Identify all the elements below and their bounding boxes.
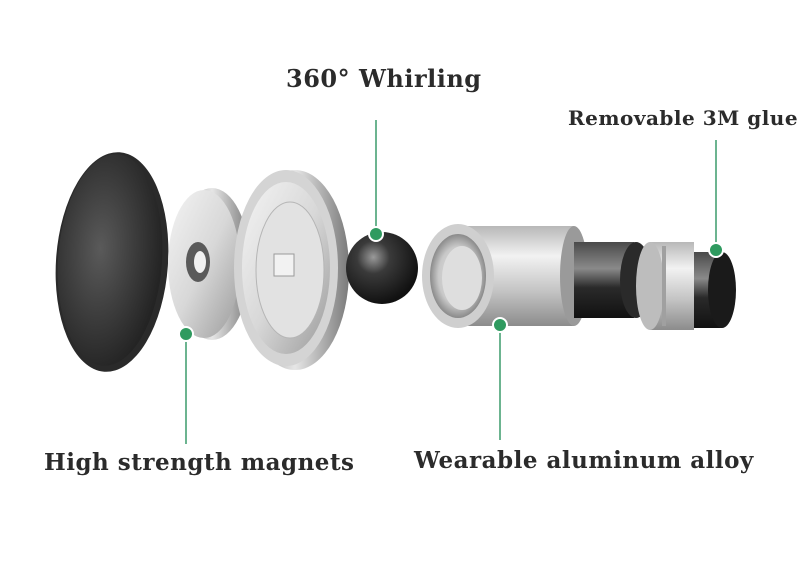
label-removable-glue: Removable 3M glue <box>568 106 799 130</box>
callout-dot-magnets <box>178 326 194 342</box>
magnet-ring <box>168 188 250 340</box>
aluminum-sleeve <box>422 224 588 328</box>
label-360-whirling: 360° Whirling <box>286 64 482 93</box>
callout-dots <box>178 226 724 342</box>
label-high-strength-magnets: High strength magnets <box>44 449 355 476</box>
callout-dot-alloy <box>492 317 508 333</box>
label-wearable-aluminum-alloy: Wearable aluminum alloy <box>414 447 754 474</box>
ball-joint <box>346 232 418 304</box>
magnetic-base-disc <box>234 170 349 370</box>
callout-lines <box>185 120 717 444</box>
silver-collar <box>636 242 694 330</box>
callout-dot-whirling <box>368 226 384 242</box>
callout-dot-glue <box>708 242 724 258</box>
end-cap <box>694 252 736 328</box>
metal-plate <box>55 152 169 372</box>
